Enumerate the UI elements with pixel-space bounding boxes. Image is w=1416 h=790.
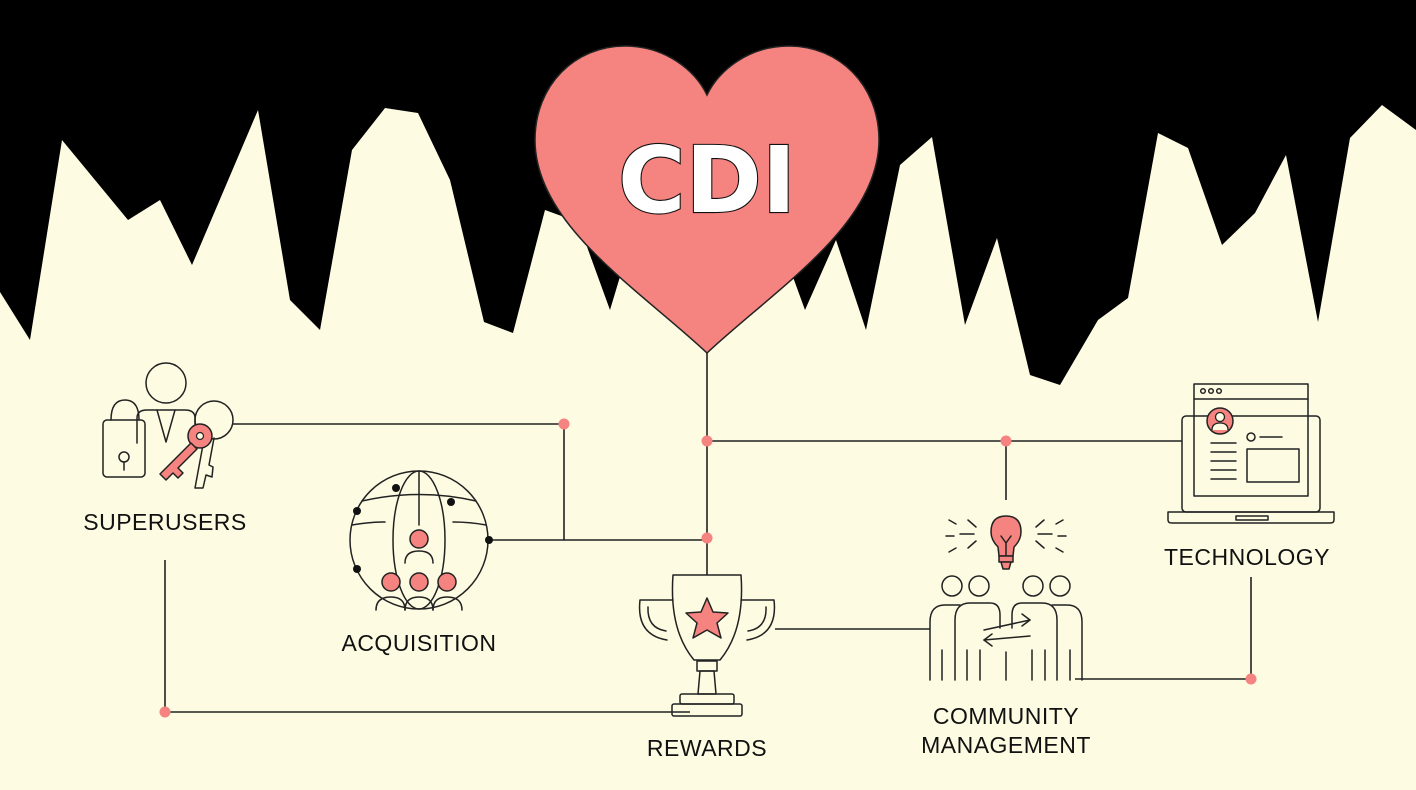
junction-dot bbox=[701, 532, 713, 544]
technology-icon bbox=[1167, 383, 1335, 524]
acquisition-label: ACQUISITION bbox=[341, 630, 496, 656]
acquisition-icon bbox=[349, 470, 493, 611]
community-icon bbox=[929, 515, 1083, 681]
junction-dot bbox=[1000, 435, 1012, 447]
community-label-line2: MANAGEMENT bbox=[921, 732, 1091, 758]
technology-label: TECHNOLOGY bbox=[1164, 544, 1330, 570]
heart-shape bbox=[534, 45, 880, 355]
junction-dot bbox=[701, 435, 713, 447]
connector-lines bbox=[164, 353, 1252, 713]
junction-dot bbox=[558, 418, 570, 430]
rewards-label: REWARDS bbox=[647, 735, 767, 761]
community-label-line1: COMMUNITY bbox=[933, 703, 1079, 729]
mountain-background bbox=[0, 105, 1416, 790]
rewards-icon bbox=[638, 574, 776, 717]
heart-title: CDI bbox=[618, 127, 796, 234]
junction-dot bbox=[159, 706, 171, 718]
superusers-label: SUPERUSERS bbox=[83, 509, 246, 535]
junction-dot bbox=[1245, 673, 1257, 685]
superusers-icon bbox=[102, 362, 234, 489]
junction-dots bbox=[159, 418, 1257, 718]
